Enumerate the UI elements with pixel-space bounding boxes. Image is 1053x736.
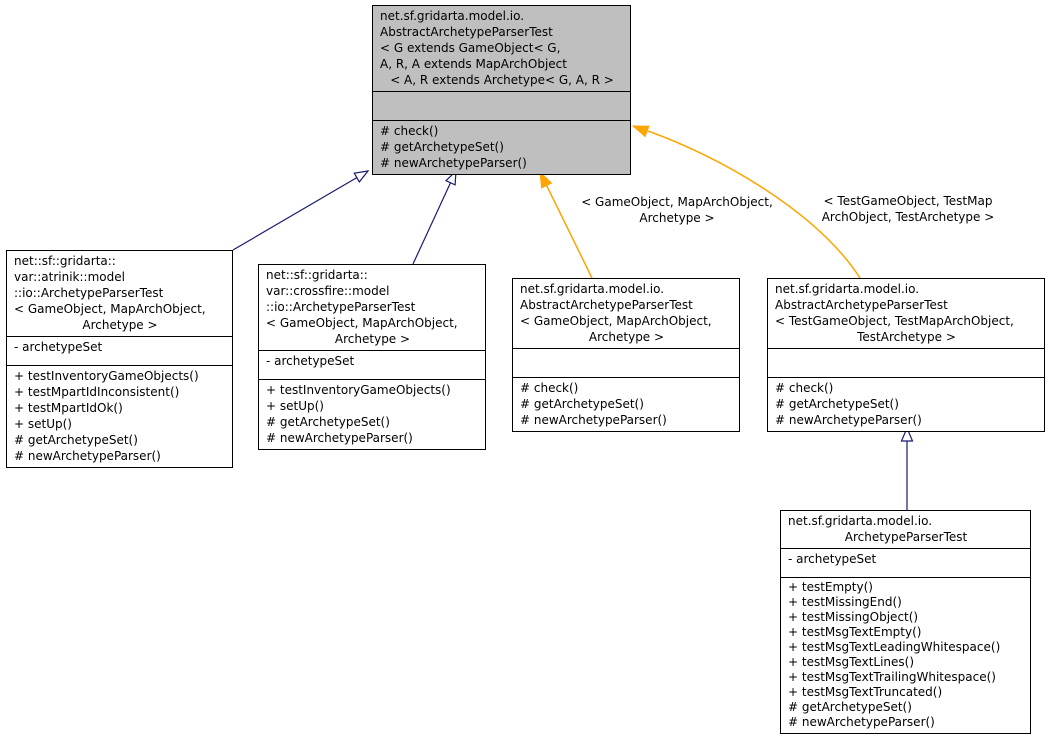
template-curve	[647, 130, 861, 279]
class-methods: + testInventoryGameObjects()+ setUp()# g…	[266, 383, 451, 445]
class-title: net.sf.gridarta.model.io.AbstractArchety…	[768, 279, 1044, 349]
class-node-abstract-archetype-parser-test-test-instance[interactable]: net.sf.gridarta.model.io.AbstractArchety…	[767, 278, 1045, 432]
class-attributes	[373, 92, 630, 121]
class-attributes	[768, 349, 1044, 378]
class-node-abstract-archetype-parser-test-generic[interactable]: net.sf.gridarta.model.io.AbstractArchety…	[372, 5, 631, 175]
inheritance-line	[232, 177, 358, 251]
class-methods: + testEmpty()+ testMissingEnd()+ testMis…	[788, 580, 1001, 729]
class-attributes: - archetypeSet	[7, 337, 232, 366]
class-title: net::sf::gridarta::var::atrinik::model::…	[7, 251, 232, 337]
class-attributes	[513, 349, 739, 378]
class-node-crossfire-archetype-parser-test[interactable]: net::sf::gridarta::var::crossfire::model…	[258, 264, 486, 450]
class-node-archetype-parser-test[interactable]: net.sf.gridarta.model.io.ArchetypeParser…	[780, 510, 1031, 734]
class-methods: # check()# getArchetypeSet()# newArchety…	[775, 381, 922, 427]
template-line	[545, 185, 593, 279]
inheritance-line	[412, 182, 452, 265]
template-edge-instance	[539, 170, 593, 279]
class-methods: # check()# getArchetypeSet()# newArchety…	[520, 381, 667, 427]
class-attributes: - archetypeSet	[259, 351, 485, 380]
filled-triangle-arrowhead-icon	[539, 170, 553, 189]
class-title: net.sf.gridarta.model.io.AbstractArchety…	[373, 6, 630, 92]
class-title: net.sf.gridarta.model.io.ArchetypeParser…	[781, 511, 1030, 549]
inheritance-edge-archetype-parser-test	[900, 426, 914, 510]
hollow-triangle-arrowhead-icon	[900, 426, 914, 442]
class-title: net.sf.gridarta.model.io.AbstractArchety…	[513, 279, 739, 349]
inheritance-edge-atrinik	[232, 170, 370, 251]
class-node-atrinik-archetype-parser-test[interactable]: net::sf::gridarta::var::atrinik::model::…	[6, 250, 233, 468]
template-edge-label-instance: < GameObject, MapArchObject,Archetype >	[581, 195, 773, 225]
class-attributes: - archetypeSet	[781, 549, 1030, 578]
template-edge-test-instance	[631, 125, 861, 279]
class-methods: + testInventoryGameObjects()+ testMpartI…	[14, 369, 199, 463]
class-title: net::sf::gridarta::var::crossfire::model…	[259, 265, 485, 351]
inheritance-edge-crossfire	[412, 169, 457, 265]
filled-triangle-arrowhead-icon	[631, 125, 650, 138]
class-node-abstract-archetype-parser-test-instance[interactable]: net.sf.gridarta.model.io.AbstractArchety…	[512, 278, 740, 432]
class-methods: # check()# getArchetypeSet()# newArchety…	[380, 124, 527, 170]
hollow-triangle-arrowhead-icon	[353, 170, 370, 183]
